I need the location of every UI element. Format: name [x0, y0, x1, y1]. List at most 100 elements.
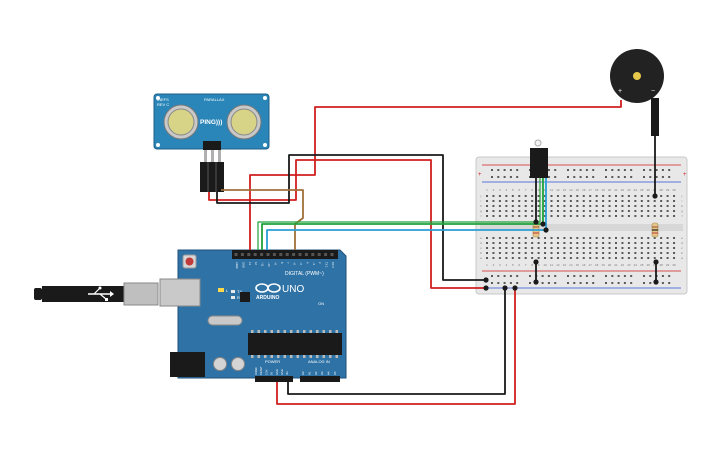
breadboard-hole[interactable]	[537, 210, 540, 212]
breadboard-hole[interactable]	[511, 195, 514, 197]
breadboard-hole[interactable]	[505, 215, 508, 217]
rail-hole[interactable]	[661, 275, 664, 277]
breadboard-hole[interactable]	[673, 210, 676, 212]
breadboard-hole[interactable]	[569, 252, 572, 254]
breadboard-hole[interactable]	[615, 200, 617, 202]
breadboard-hole[interactable]	[524, 200, 527, 202]
breadboard-hole[interactable]	[556, 205, 559, 207]
breadboard-hole[interactable]	[524, 252, 527, 254]
rail-hole[interactable]	[655, 176, 658, 178]
breadboard-hole[interactable]	[518, 257, 521, 259]
breadboard-hole[interactable]	[505, 252, 508, 254]
rail-hole[interactable]	[630, 275, 633, 277]
breadboard-hole[interactable]	[576, 257, 579, 259]
rail-hole[interactable]	[611, 275, 614, 277]
rail-hole[interactable]	[497, 169, 500, 171]
rail-hole[interactable]	[516, 169, 519, 171]
breadboard-hole[interactable]	[621, 210, 624, 212]
breadboard-hole[interactable]	[498, 210, 501, 212]
rail-hole[interactable]	[592, 275, 595, 277]
breadboard-hole[interactable]	[550, 242, 553, 244]
breadboard-hole[interactable]	[595, 210, 598, 212]
breadboard-hole[interactable]	[511, 257, 514, 259]
breadboard-hole[interactable]	[634, 195, 637, 197]
breadboard-hole[interactable]	[582, 200, 585, 202]
breadboard-hole[interactable]	[492, 252, 495, 254]
wire-endpoint[interactable]	[652, 193, 658, 199]
breadboard-hole[interactable]	[634, 205, 637, 207]
breadboard-hole[interactable]	[537, 215, 540, 217]
digital-pin[interactable]	[266, 253, 270, 256]
breadboard-hole[interactable]	[505, 257, 508, 259]
breadboard-hole[interactable]	[550, 247, 553, 249]
breadboard-hole[interactable]	[498, 242, 501, 244]
rail-hole[interactable]	[503, 176, 506, 178]
breadboard-hole[interactable]	[602, 200, 605, 202]
breadboard-hole[interactable]	[569, 195, 572, 197]
breadboard-hole[interactable]	[660, 247, 663, 249]
rail-hole[interactable]	[554, 169, 557, 171]
breadboard-hole[interactable]	[589, 252, 592, 254]
rail-hole[interactable]	[573, 169, 576, 171]
breadboard-hole[interactable]	[563, 195, 566, 197]
rail-hole[interactable]	[579, 169, 582, 171]
breadboard-hole[interactable]	[563, 215, 566, 217]
rail-hole[interactable]	[491, 282, 493, 284]
digital-pin[interactable]	[292, 253, 296, 256]
breadboard-hole[interactable]	[621, 200, 624, 202]
digital-pin[interactable]	[234, 253, 238, 256]
breadboard-hole[interactable]	[666, 252, 669, 254]
breadboard-hole[interactable]	[550, 210, 553, 212]
breadboard-hole[interactable]	[511, 215, 514, 217]
breadboard-hole[interactable]	[602, 215, 605, 217]
rail-hole[interactable]	[547, 176, 550, 178]
rail-hole[interactable]	[592, 169, 595, 171]
breadboard-hole[interactable]	[608, 242, 611, 244]
breadboard-hole[interactable]	[602, 242, 605, 244]
breadboard-hole[interactable]	[647, 210, 650, 212]
breadboard-hole[interactable]	[627, 200, 630, 202]
breadboard-hole[interactable]	[531, 252, 534, 254]
breadboard-hole[interactable]	[576, 247, 579, 249]
digital-pin[interactable]	[298, 253, 302, 256]
breadboard-hole[interactable]	[660, 252, 663, 254]
breadboard-hole[interactable]	[627, 252, 630, 254]
rail-hole[interactable]	[579, 176, 582, 178]
rail-hole[interactable]	[497, 176, 500, 178]
breadboard-hole[interactable]	[608, 210, 611, 212]
breadboard-hole[interactable]	[563, 237, 566, 239]
breadboard-hole[interactable]	[634, 200, 637, 202]
breadboard-hole[interactable]	[653, 252, 656, 254]
breadboard-hole[interactable]	[621, 205, 624, 207]
wire-endpoint[interactable]	[533, 259, 539, 265]
breadboard-hole[interactable]	[518, 247, 521, 249]
rail-hole[interactable]	[529, 275, 531, 277]
breadboard-hole[interactable]	[582, 210, 585, 212]
rail-hole[interactable]	[509, 275, 512, 277]
breadboard-hole[interactable]	[524, 247, 527, 249]
breadboard-hole[interactable]	[653, 247, 656, 249]
breadboard-hole[interactable]	[666, 200, 669, 202]
breadboard-hole[interactable]	[595, 247, 598, 249]
breadboard-hole[interactable]	[615, 237, 617, 239]
breadboard-hole[interactable]	[544, 242, 547, 244]
breadboard-hole[interactable]	[505, 205, 508, 207]
breadboard-hole[interactable]	[556, 215, 559, 217]
rail-hole[interactable]	[605, 169, 607, 171]
rail-hole[interactable]	[630, 176, 633, 178]
breadboard-hole[interactable]	[576, 237, 579, 239]
rail-hole[interactable]	[509, 176, 512, 178]
breadboard-hole[interactable]	[505, 247, 508, 249]
usb-cable[interactable]	[34, 282, 159, 306]
breadboard-hole[interactable]	[608, 215, 611, 217]
breadboard-hole[interactable]	[576, 252, 579, 254]
breadboard-hole[interactable]	[486, 247, 488, 249]
breadboard-hole[interactable]	[563, 210, 566, 212]
rail-hole[interactable]	[547, 275, 550, 277]
breadboard-hole[interactable]	[608, 205, 611, 207]
rail-hole[interactable]	[585, 176, 588, 178]
breadboard-hole[interactable]	[518, 195, 521, 197]
breadboard-hole[interactable]	[511, 237, 514, 239]
breadboard-hole[interactable]	[486, 257, 488, 259]
rail-hole[interactable]	[547, 282, 550, 284]
